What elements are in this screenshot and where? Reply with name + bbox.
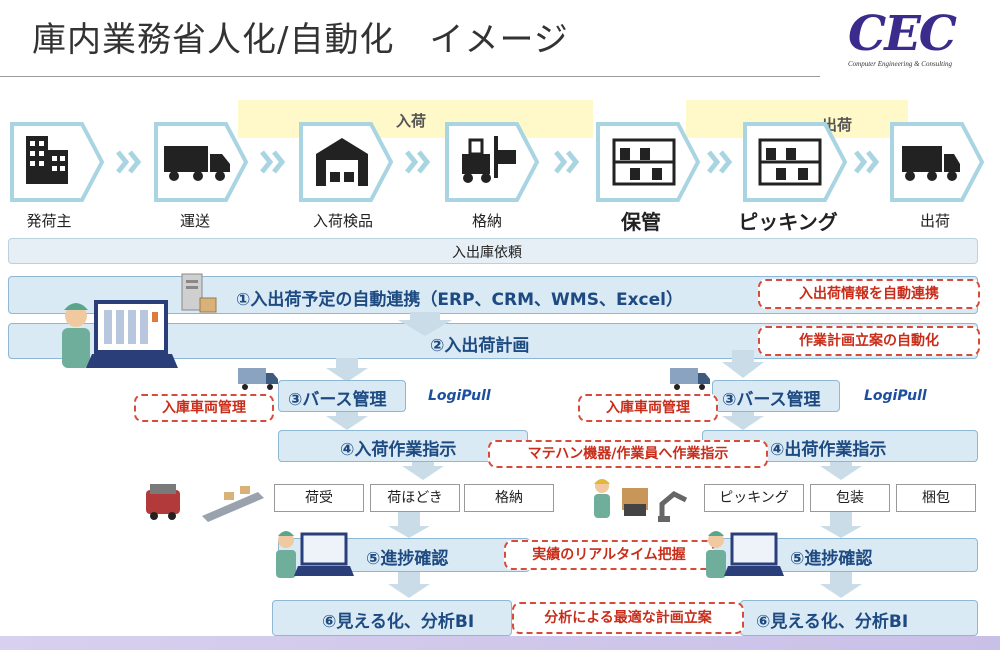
down-arrow xyxy=(722,350,764,378)
shelf-icon xyxy=(612,138,676,186)
forklift-icon xyxy=(462,136,516,183)
outbound-instruction-bar-label: ④出荷作業指示 xyxy=(770,440,887,460)
berth-bar-outbound-label: ③バース管理 xyxy=(722,390,821,410)
request-bar xyxy=(8,238,978,264)
stage-label-picking: ピッキング xyxy=(738,210,838,234)
down-arrow xyxy=(402,456,444,480)
down-arrow xyxy=(820,512,862,538)
truck-icon xyxy=(670,368,710,390)
logo-main-text: CEC xyxy=(848,6,957,62)
small-chevron xyxy=(405,150,431,174)
note-auto-plan: 作業計画立案の自動化 xyxy=(758,326,980,356)
down-arrow xyxy=(326,408,368,430)
down-arrow xyxy=(388,570,430,598)
small-chevron xyxy=(707,150,733,174)
chevron-putaway xyxy=(445,122,540,202)
server-icon xyxy=(181,273,217,313)
stage-label-receiving: 入荷検品 xyxy=(312,212,373,230)
down-arrow xyxy=(398,312,452,336)
stage-label-transport: 運送 xyxy=(179,212,210,230)
shelf-icon xyxy=(758,138,822,186)
berth-bar-inbound-label: ③バース管理 xyxy=(288,390,387,410)
request-bar-label: 入出庫依頼 xyxy=(452,245,522,261)
down-arrow xyxy=(326,358,368,382)
page-title: 庫内業務省人化/自動化 イメージ xyxy=(32,20,569,60)
note-auto-info: 入出荷情報を自動連携 xyxy=(758,279,980,309)
stage-label-shipper: 発荷主 xyxy=(26,212,72,230)
task-outbound-picking: ピッキング xyxy=(704,484,804,512)
inbound-band-label: 入荷 xyxy=(396,112,427,130)
bi-bar-outbound-label: ⑥見える化、分析BI xyxy=(756,612,909,632)
title-divider xyxy=(0,76,820,77)
note-vehicle-outbound: 入庫車両管理 xyxy=(578,394,718,422)
progress-bar-outbound-label: ⑤進捗確認 xyxy=(790,549,873,569)
inbound-instruction-bar-label: ④入荷作業指示 xyxy=(340,440,457,460)
note-realtime: 実績のリアルタイム把握 xyxy=(504,540,714,570)
down-arrow xyxy=(820,456,862,480)
note-optimal: 分析による最適な計画立案 xyxy=(512,602,744,634)
plan-bar-label: ②入出荷計画 xyxy=(430,336,530,356)
berth-bar-inbound xyxy=(278,380,406,412)
small-chevron xyxy=(116,150,142,174)
stage-label-putaway: 格納 xyxy=(471,212,502,230)
worker-laptop-illustration xyxy=(276,531,354,578)
progress-bar-inbound-label: ⑤進捗確認 xyxy=(366,549,449,569)
stage-label-storage: 保管 xyxy=(621,210,661,234)
cec-logo: CEC Computer Engineering & Consulting xyxy=(848,8,978,78)
down-arrow xyxy=(820,570,862,598)
logipull-logo-inbound: LogiPull xyxy=(428,388,491,404)
agv-conveyor-illustration xyxy=(146,484,264,522)
logipull-logo-outbound: LogiPull xyxy=(864,388,927,404)
small-chevron xyxy=(260,150,286,174)
truck-icon xyxy=(164,146,230,181)
inbound-band xyxy=(238,100,593,138)
down-arrow xyxy=(388,512,430,538)
worker-laptop-illustration xyxy=(706,531,784,578)
flow-chevrons xyxy=(10,122,985,202)
task-inbound-receive: 荷受 xyxy=(274,484,364,512)
bottom-decoration xyxy=(0,636,1000,650)
logo-sub-text: Computer Engineering & Consulting xyxy=(848,60,953,68)
worker-laptop-illustration xyxy=(62,300,178,368)
flow-arrows xyxy=(326,312,862,598)
auto-link-bar-label: ①入出荷予定の自動連携（ERP、CRM、WMS、Excel） xyxy=(236,290,683,310)
task-inbound-unpack: 荷ほどき xyxy=(370,484,460,512)
warehouse-icon xyxy=(316,138,368,186)
note-vehicle-inbound: 入庫車両管理 xyxy=(134,394,274,422)
truck-icon xyxy=(238,368,278,390)
building-icon xyxy=(26,136,68,184)
bi-bar-outbound xyxy=(740,600,978,636)
bi-bar-inbound xyxy=(272,600,512,636)
task-outbound-packing: 梱包 xyxy=(896,484,976,512)
bi-bar-inbound-label: ⑥見える化、分析BI xyxy=(322,612,475,632)
truck-icon xyxy=(902,146,960,181)
picking-robot-illustration xyxy=(594,479,688,522)
inbound-instruction-bar xyxy=(278,430,528,462)
task-inbound-putaway: 格納 xyxy=(464,484,554,512)
small-chevron xyxy=(554,150,580,174)
down-arrow xyxy=(722,408,764,430)
task-outbound-wrapping: 包装 xyxy=(810,484,890,512)
note-instruction: マテハン機器/作業員へ作業指示 xyxy=(488,440,768,468)
stage-label-shipping: 出荷 xyxy=(919,212,950,230)
small-chevron xyxy=(854,150,880,174)
berth-bar-outbound xyxy=(712,380,840,412)
